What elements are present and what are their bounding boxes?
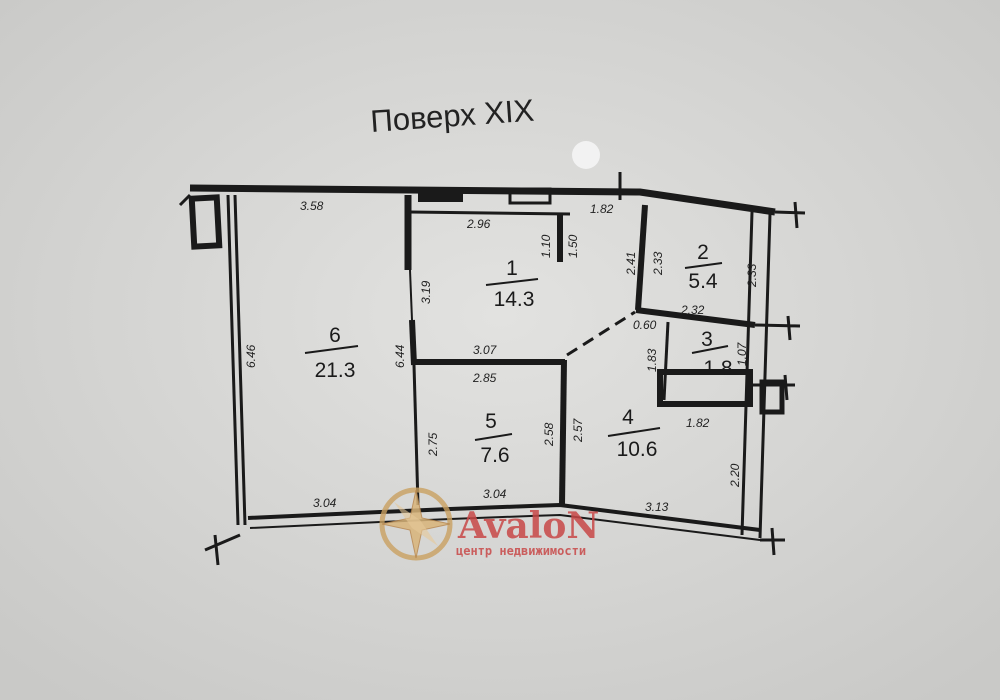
- room-labels: 1 14.3 2 5.4 3 1.8 4 10.6 5 7.6 6 21.3: [304, 241, 733, 467]
- svg-text:6: 6: [329, 324, 341, 347]
- dim-label: 3.04: [313, 496, 337, 510]
- room-4: 4 10.6: [607, 406, 661, 461]
- watermark-subtitle: центр недвижимости: [456, 544, 586, 558]
- dim-label: 3.13: [645, 500, 669, 514]
- svg-text:5: 5: [485, 410, 497, 433]
- dimension-labels: 3.58 2.96 1.82 2.32 0.60 3.07 2.85 1.8 2 …: [244, 199, 759, 514]
- dim-label: 1.82: [686, 416, 710, 430]
- dim-label: 3.19: [419, 280, 433, 304]
- dim-label: 2.33: [745, 263, 759, 288]
- svg-text:1: 1: [506, 257, 518, 280]
- svg-text:5.4: 5.4: [688, 270, 718, 293]
- svg-text:10.6: 10.6: [617, 438, 658, 461]
- svg-text:1.8: 1.8: [703, 357, 732, 380]
- room-3: 3 1.8: [691, 328, 733, 380]
- dim-label: 2.58: [542, 422, 556, 447]
- room-2: 2 5.4: [684, 241, 723, 293]
- room-6: 6 21.3: [304, 324, 359, 382]
- svg-text:4: 4: [622, 406, 634, 429]
- svg-text:3: 3: [701, 328, 713, 351]
- dim-label: 2.41: [624, 252, 638, 276]
- dim-label: 3.58: [300, 199, 324, 213]
- dim-label: 1.50: [566, 234, 580, 258]
- watermark-logo: AvaloN центр недвижимости: [379, 487, 599, 561]
- dim-label: 3.07: [473, 343, 498, 357]
- dim-label: 1.83: [645, 348, 659, 372]
- dim-label: 2.96: [466, 217, 491, 231]
- watermark-brand: AvaloN: [457, 505, 599, 547]
- dim-label: 3.04: [483, 487, 507, 501]
- svg-text:2: 2: [697, 241, 709, 264]
- dim-label: 2.57: [571, 417, 585, 443]
- dim-label: 2.75: [426, 432, 440, 457]
- dim-label: 6.44: [393, 344, 407, 368]
- dim-label: 2.85: [472, 371, 497, 385]
- svg-text:21.3: 21.3: [315, 359, 356, 382]
- svg-text:14.3: 14.3: [494, 288, 535, 311]
- dim-label: 2.20: [728, 463, 742, 488]
- dim-label: 2.32: [680, 303, 705, 317]
- dim-label: 2.33: [651, 251, 665, 276]
- dim-label: 1.10: [539, 234, 553, 258]
- dim-label: 1.07: [735, 341, 749, 366]
- svg-text:7.6: 7.6: [480, 444, 509, 467]
- dim-label: 0.60: [633, 318, 657, 332]
- room-1: 1 14.3: [485, 257, 539, 311]
- dim-label: 6.46: [244, 344, 258, 368]
- dim-label: 1.82: [590, 202, 614, 216]
- room-5: 5 7.6: [474, 410, 513, 467]
